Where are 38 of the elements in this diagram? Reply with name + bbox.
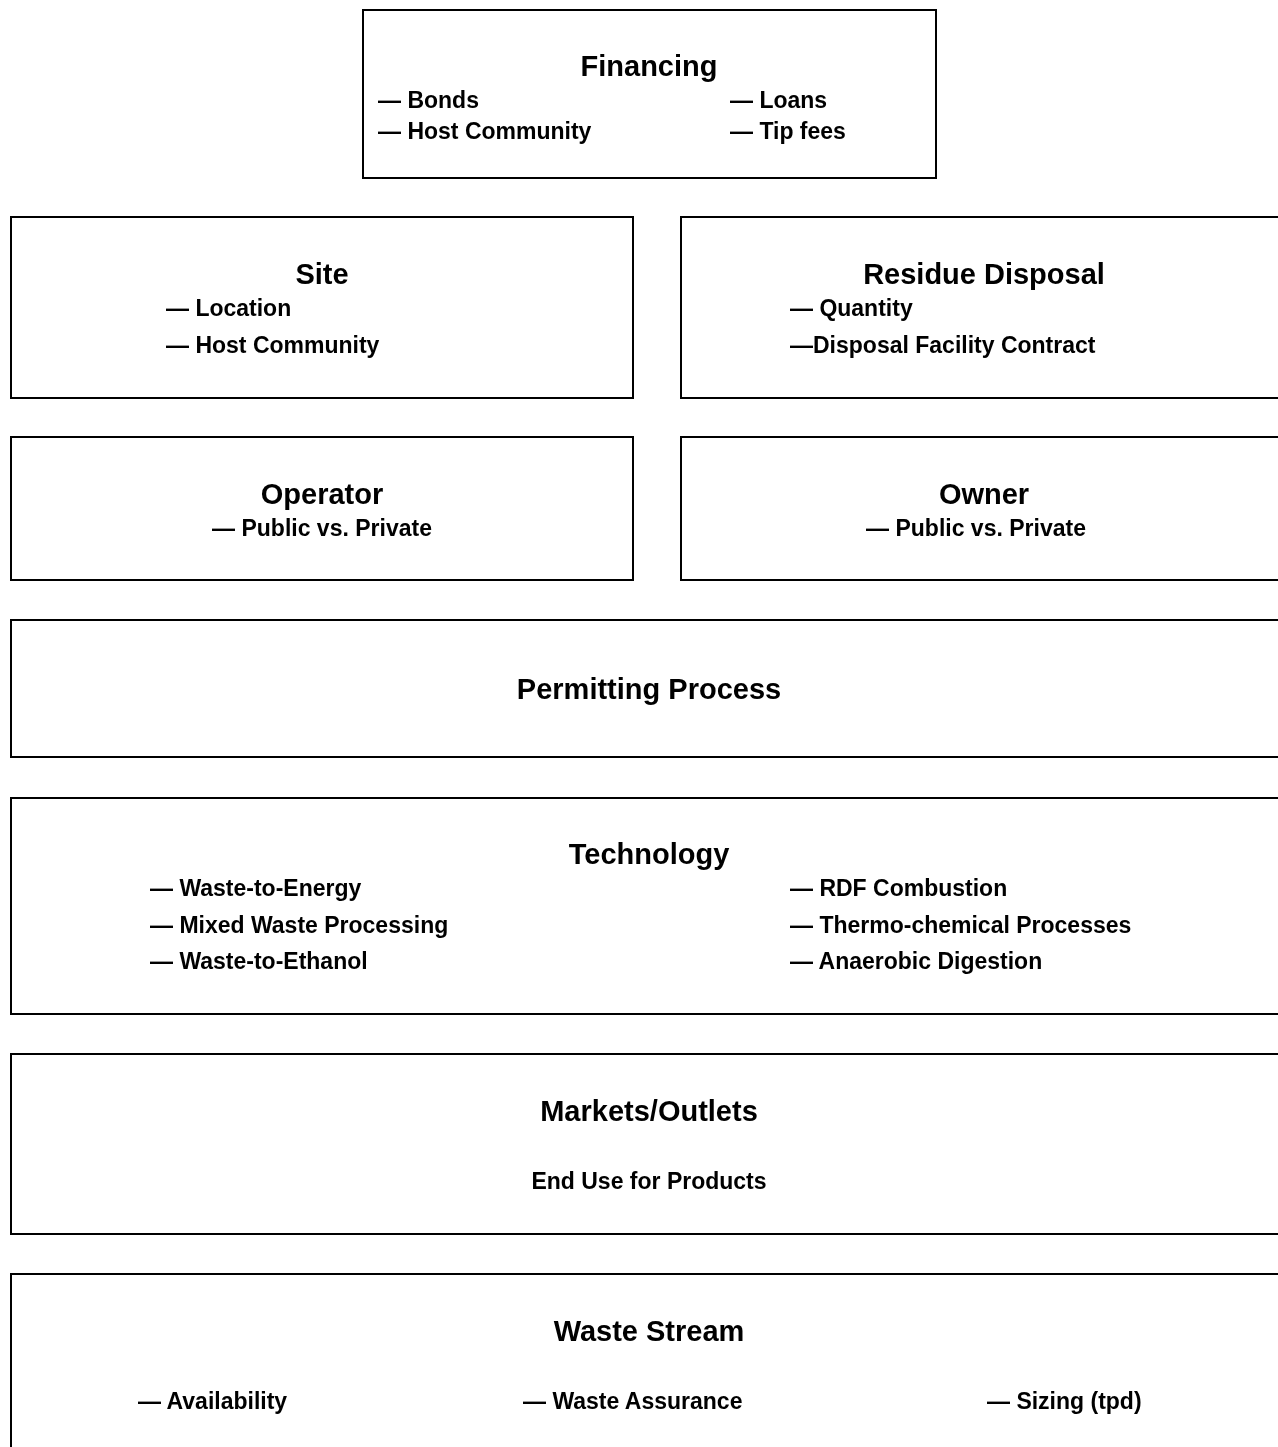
category-box [680,436,1278,581]
category-box [10,797,1278,1015]
box-heading: Permitting Process [516,674,782,704]
list-item: — Sizing (tpd) [987,1389,1142,1413]
category-box [10,619,1278,758]
category-box [362,9,937,179]
box-heading: Waste Stream [553,1316,745,1346]
box-heading: Site [295,259,349,289]
list-item: — Public vs. Private [212,516,432,540]
list-item: — Loans [730,88,828,112]
category-box [680,216,1278,399]
list-item: — Host Community [166,333,380,357]
list-item: — Waste-to-Ethanol [150,949,368,973]
list-item: End Use for Products [531,1169,767,1193]
list-item: — Mixed Waste Processing [150,913,449,937]
list-item: — Thermo-chemical Processes [790,913,1132,937]
list-item: — Quantity [790,296,913,320]
category-box [10,1053,1278,1235]
box-heading: Technology [568,839,730,869]
list-item: — Availability [138,1389,288,1413]
list-item: — Host Community [378,119,592,143]
box-heading: Residue Disposal [863,259,1105,289]
box-heading: Owner [938,479,1030,509]
list-item: — Bonds [378,88,479,112]
list-item: — Waste Assurance [523,1389,743,1413]
box-heading: Financing [580,51,718,81]
list-item: — Tip fees [730,119,846,143]
box-heading: Operator [260,479,384,509]
list-item: — Waste-to-Energy [150,876,362,900]
box-heading: Markets/Outlets [540,1096,758,1126]
category-box [10,436,634,581]
list-item: — RDF Combustion [790,876,1008,900]
list-item: — Location [166,296,292,320]
list-item: — Public vs. Private [866,516,1086,540]
list-item: —Disposal Facility Contract [790,333,1096,357]
category-box [10,1273,1278,1447]
category-box [10,216,634,399]
list-item: — Anaerobic Digestion [790,949,1043,973]
